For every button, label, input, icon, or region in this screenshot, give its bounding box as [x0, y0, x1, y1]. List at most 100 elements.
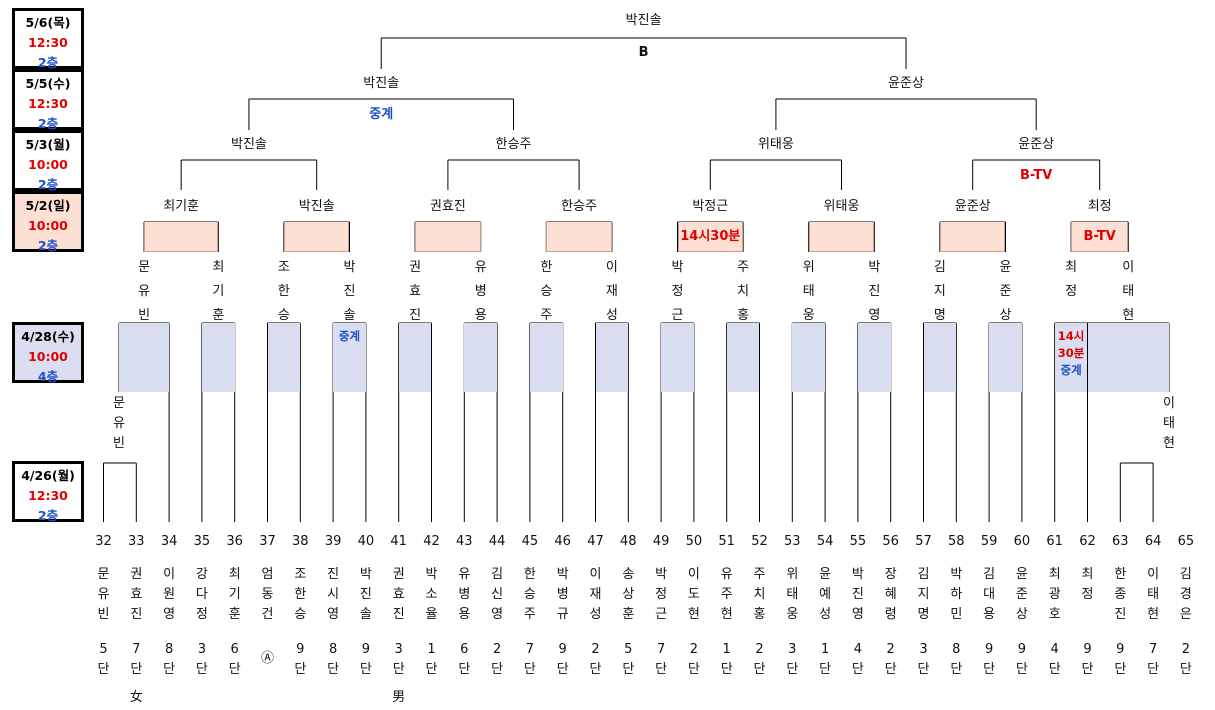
round16-winner: 박진솔	[298, 199, 335, 214]
seed-number: 47	[587, 534, 604, 549]
round32-match-box	[333, 323, 366, 392]
round32-match-box	[464, 323, 498, 392]
time-label: 10:00	[28, 218, 68, 233]
time-label: 12:30	[28, 35, 68, 50]
round32-match-box	[661, 323, 694, 392]
round32-match-box	[201, 323, 235, 392]
seed-number: 41	[390, 534, 407, 549]
seed-number: 51	[718, 534, 735, 549]
round16-match-box	[144, 222, 219, 252]
floor-label: 2층	[37, 238, 59, 253]
gender-label-male: 男	[392, 690, 406, 705]
round16-match-box	[1071, 222, 1129, 252]
gender-label-female: 女	[129, 690, 143, 705]
semifinal-winner: 박진솔	[363, 76, 400, 91]
seed-number: 54	[816, 534, 834, 549]
round32-match-box	[267, 323, 301, 392]
round16-match-box	[546, 222, 612, 252]
time-label: 12:30	[28, 96, 68, 111]
date-label: 5/2(일)	[25, 198, 71, 213]
round16-match-box	[283, 222, 350, 252]
seed-number: 53	[784, 534, 801, 549]
seed-number: 40	[357, 534, 375, 549]
seed-number: 57	[915, 534, 932, 549]
round32-match-box	[1054, 323, 1088, 392]
seed-number: 59	[980, 534, 998, 549]
time-label: 12:30	[28, 488, 68, 503]
date-label: 5/5(수)	[25, 76, 71, 91]
round16-match-box	[939, 222, 1006, 252]
seed-number: 50	[685, 534, 703, 549]
seed-number: 65	[1177, 534, 1195, 549]
round16-winner: 최기훈	[163, 199, 200, 214]
seed-number: 34	[160, 534, 178, 549]
semifinal-note: 중계	[369, 107, 394, 122]
quarterfinal-winner: 박진솔	[230, 137, 267, 152]
seed-number: 46	[554, 534, 571, 549]
round32-match-box	[857, 323, 891, 392]
round32-match-box	[1087, 323, 1169, 392]
seed-number: 55	[849, 534, 867, 549]
round16-match-box	[808, 222, 875, 252]
round16-winner: 최정	[1087, 199, 1112, 214]
seed-number: 62	[1079, 534, 1096, 549]
seed-number: 49	[652, 534, 670, 549]
round32-match-box	[792, 323, 826, 392]
round32-match-box	[989, 323, 1022, 392]
seed-number: 37	[259, 534, 276, 549]
round16-winner: 권효진	[429, 199, 466, 214]
final-note: B	[638, 45, 649, 60]
broadcast-note: 중계	[338, 329, 361, 343]
seed-number: 32	[95, 534, 112, 549]
seed-number: 43	[456, 534, 473, 549]
time-label: 10:00	[28, 349, 68, 364]
seed-number: 61	[1046, 534, 1063, 549]
